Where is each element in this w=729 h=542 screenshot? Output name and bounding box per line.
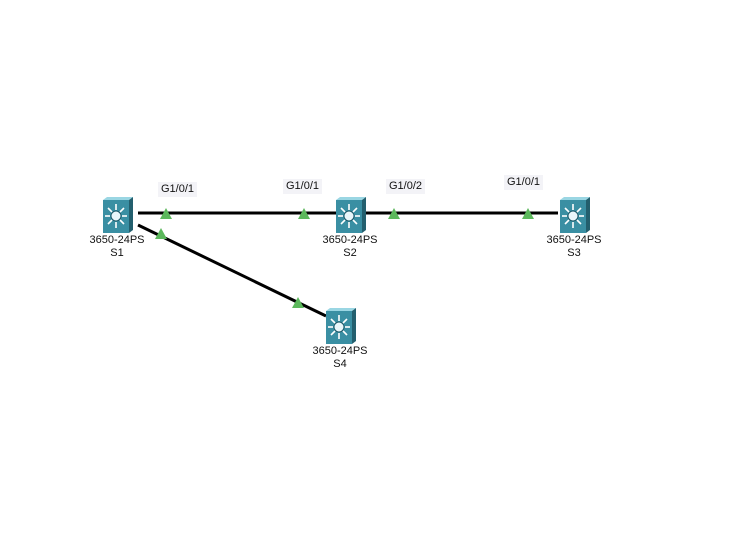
device-hostname: S3 bbox=[567, 247, 581, 259]
multilayer-switch-icon bbox=[326, 308, 356, 344]
device-model: 3650-24PS bbox=[89, 234, 145, 246]
link-up-triangle-icon bbox=[155, 228, 167, 239]
port-label-s2-g1-0-1: G1/0/1 bbox=[283, 179, 323, 194]
multilayer-switch-icon bbox=[336, 197, 366, 233]
link-up-triangle-icon bbox=[298, 208, 310, 219]
device-model: 3650-24PS bbox=[322, 234, 378, 246]
device-s2[interactable]: 3650-24PS S2 bbox=[320, 197, 380, 260]
link-up-triangle-icon bbox=[160, 208, 172, 219]
port-label-s2-g1-0-2: G1/0/2 bbox=[386, 179, 426, 194]
link-up-triangle-icon bbox=[388, 208, 400, 219]
port-label-s1-g1-0-1: G1/0/1 bbox=[158, 182, 198, 197]
device-hostname: S1 bbox=[110, 247, 124, 259]
device-model: 3650-24PS bbox=[546, 234, 602, 246]
device-hostname: S2 bbox=[343, 247, 357, 259]
link-up-triangle-icon bbox=[292, 297, 304, 308]
link-s1-s4[interactable] bbox=[137, 223, 327, 318]
device-model: 3650-24PS bbox=[312, 345, 368, 357]
multilayer-switch-icon bbox=[103, 197, 133, 233]
multilayer-switch-icon bbox=[560, 197, 590, 233]
device-s3[interactable]: 3650-24PS S3 bbox=[544, 197, 604, 260]
device-s4[interactable]: 3650-24PS S4 bbox=[310, 308, 370, 371]
link-up-triangle-icon bbox=[522, 208, 534, 219]
device-hostname: S4 bbox=[333, 358, 347, 370]
port-label-s3-g1-0-1: G1/0/1 bbox=[504, 175, 544, 190]
device-s1[interactable]: 3650-24PS S1 bbox=[87, 197, 147, 260]
